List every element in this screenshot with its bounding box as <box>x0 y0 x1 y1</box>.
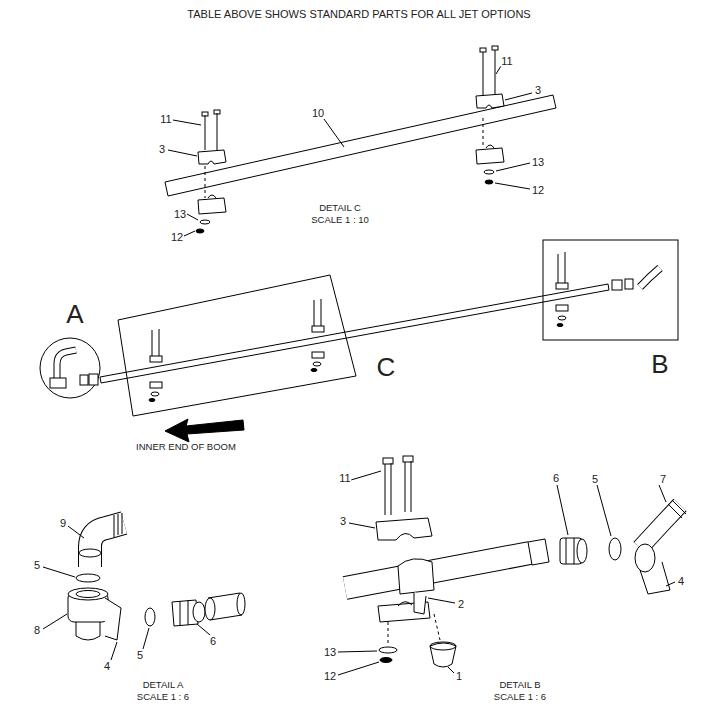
note-text: SCALE 1 : 6 <box>493 692 547 702</box>
callout-number: 12 <box>170 232 184 243</box>
callout-number: 5 <box>591 474 599 485</box>
callout-number: 6 <box>552 473 560 484</box>
overview-drawing <box>40 240 678 442</box>
note-text: DETAIL B <box>498 680 541 690</box>
note-text: INNER END OF BOOM <box>135 442 237 452</box>
detail-a-drawing <box>43 513 245 660</box>
callout-number: 13 <box>323 647 337 658</box>
callout-number: 13 <box>173 209 187 220</box>
callout-number: 5 <box>33 560 41 571</box>
detail-letter: A <box>65 301 84 327</box>
callout-number: 3 <box>534 85 542 96</box>
callout-number: 3 <box>339 516 347 527</box>
callout-number: 3 <box>158 144 166 155</box>
callout-number: 12 <box>531 185 545 196</box>
note-text: DETAIL A <box>142 680 185 690</box>
page-heading: TABLE ABOVE SHOWS STANDARD PARTS FOR ALL… <box>186 9 531 20</box>
callout-number: 11 <box>338 473 351 484</box>
detail-c-drawing <box>165 46 556 236</box>
callout-number: 10 <box>311 108 325 119</box>
note-text: SCALE 1 : 6 <box>136 692 190 702</box>
callout-number: 7 <box>659 474 667 485</box>
callout-number: 13 <box>531 157 545 168</box>
detail-b-drawing <box>338 456 686 675</box>
callout-number: 9 <box>59 518 67 529</box>
note-text: DETAIL C <box>318 203 362 213</box>
callout-number: 11 <box>500 56 513 67</box>
detail-letter: B <box>650 351 669 377</box>
detail-letter: C <box>376 354 397 380</box>
callout-number: 12 <box>323 671 337 682</box>
callout-number: 11 <box>159 114 172 125</box>
callout-number: 8 <box>33 625 41 636</box>
callout-number: 4 <box>103 661 111 672</box>
note-text: SCALE 1 : 10 <box>310 215 370 225</box>
callout-number: 2 <box>457 599 465 610</box>
callout-number: 5 <box>136 650 144 661</box>
callout-number: 4 <box>677 576 685 587</box>
callout-number: 1 <box>455 671 463 682</box>
callout-number: 6 <box>209 636 217 647</box>
